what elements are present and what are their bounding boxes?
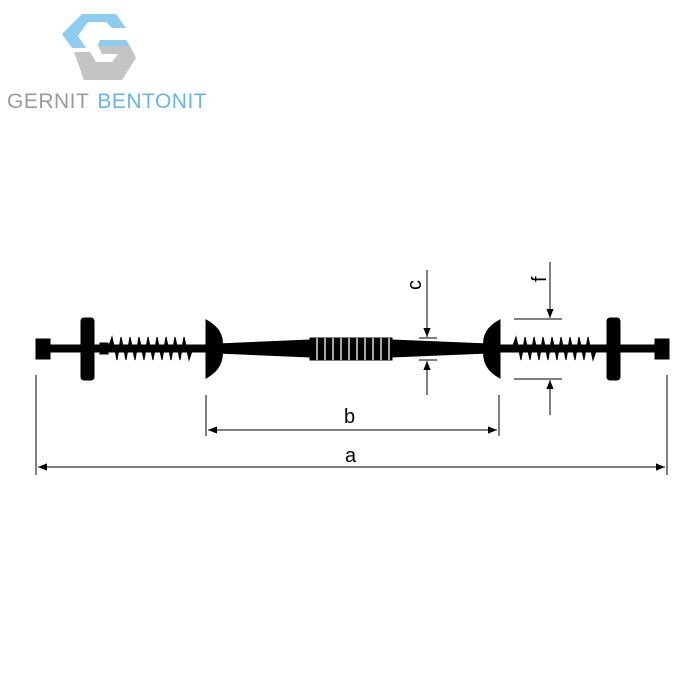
right-ribbed-section <box>511 335 598 362</box>
right-anchor-rib <box>606 317 621 381</box>
left-ribbed-section <box>107 335 194 362</box>
left-anchor-rib <box>80 317 95 381</box>
right-end-bulb <box>654 338 670 360</box>
right-center-flange <box>483 319 501 379</box>
logo-word-gernit: GERNIT <box>7 90 90 113</box>
logo-word-bentonit: BENTONIT <box>97 90 208 113</box>
center-rib-lines <box>316 338 390 360</box>
dimension-b-label: b <box>344 406 355 428</box>
profile <box>35 317 670 381</box>
dimension-f-label: f <box>529 276 551 282</box>
dimension-lines <box>35 262 668 475</box>
logo-icon <box>62 14 136 80</box>
center-web-left <box>217 339 311 358</box>
dimension-c-label: c <box>404 280 426 290</box>
center-ribbed-section <box>309 337 393 361</box>
center-web-right <box>391 339 489 358</box>
logo-wordmark: GERNIT BENTONIT <box>7 90 207 114</box>
dimension-a-label: a <box>345 445 357 467</box>
